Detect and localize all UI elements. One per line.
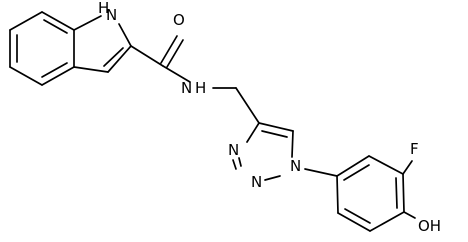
bond <box>336 175 339 214</box>
atom-labels: H N O N H N N N F OH <box>98 0 441 235</box>
bonds <box>9 11 416 232</box>
bond <box>258 122 294 132</box>
indole-nitrogen-label: N <box>106 6 117 24</box>
bond <box>9 11 43 31</box>
triazole-nitrogen-1-label: N <box>290 157 301 175</box>
bond <box>337 212 371 232</box>
triazole-nitrogen-3-label: N <box>228 141 239 159</box>
carbonyl-oxygen-label: O <box>173 11 185 29</box>
indole-nh-hydrogen-label: H <box>98 0 109 17</box>
triazole-nitrogen-2-label: N <box>251 173 262 191</box>
bond <box>402 173 405 213</box>
bond <box>336 155 370 177</box>
bond <box>291 130 294 158</box>
bond <box>238 157 242 167</box>
bond <box>344 208 371 224</box>
bond <box>162 65 191 83</box>
bond <box>261 130 288 138</box>
bond <box>41 62 68 78</box>
bond <box>368 155 404 175</box>
bond <box>73 66 109 73</box>
amide-nitrogen-label: N <box>181 79 192 97</box>
bond <box>118 23 132 47</box>
bond <box>107 45 132 73</box>
bond <box>166 39 184 68</box>
bond <box>369 211 405 232</box>
bond <box>232 159 237 170</box>
bond <box>402 160 413 175</box>
bond <box>41 11 75 31</box>
bond <box>103 47 124 67</box>
bond <box>235 87 260 124</box>
bond <box>41 66 75 86</box>
bond <box>43 19 68 34</box>
bond <box>403 211 416 219</box>
bond <box>264 175 281 181</box>
amide-hydrogen-label: H <box>195 79 206 97</box>
bond <box>395 177 398 209</box>
bond <box>343 164 370 181</box>
bond <box>73 15 102 31</box>
hydroxyl-label: OH <box>418 217 441 235</box>
fluorine-label: F <box>410 140 419 158</box>
bond <box>246 122 260 143</box>
bond <box>304 168 338 177</box>
bond <box>130 45 164 67</box>
bond <box>160 35 178 64</box>
bond <box>9 66 43 86</box>
